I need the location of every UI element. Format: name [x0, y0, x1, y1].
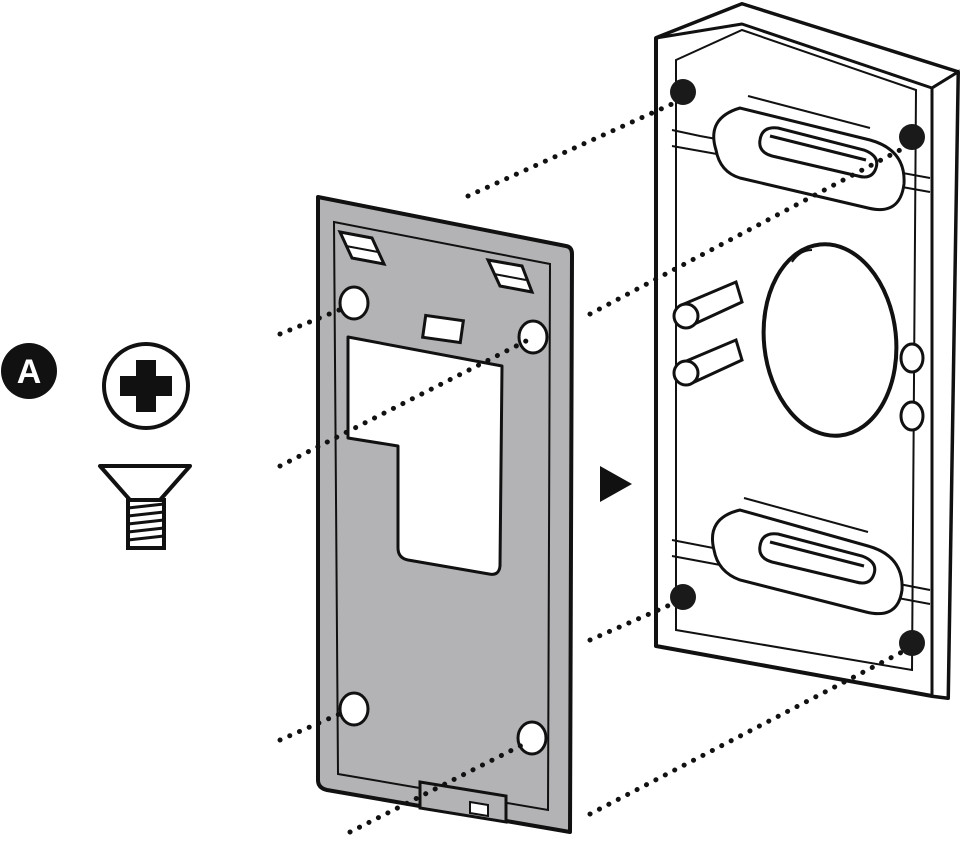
callout-label: A — [17, 353, 42, 391]
callout-a: A — [1, 342, 192, 550]
bracket-hole-top-left — [670, 79, 696, 105]
alignment-guides — [277, 101, 905, 835]
bracket-center-hole — [761, 242, 899, 438]
bracket-slot-top — [712, 95, 906, 211]
bracket-slot-bottom — [711, 497, 904, 616]
plate-slot — [420, 313, 466, 345]
bracket-hole-bottom-right — [899, 630, 925, 656]
wedge-bracket — [654, 2, 960, 700]
guide-line — [347, 739, 531, 835]
bracket-peg — [899, 342, 925, 374]
plate-hole-top-left — [338, 285, 370, 321]
arrow-right-icon — [600, 466, 632, 502]
plate-hole-bottom-left — [338, 691, 370, 727]
guide-line — [587, 601, 675, 643]
plate-hole-bottom-right — [516, 720, 548, 756]
plate-inner-edge — [332, 220, 552, 812]
guide-line — [587, 649, 905, 817]
guide-line — [277, 337, 531, 469]
guide-line — [277, 709, 347, 743]
mounting-plate — [316, 195, 574, 834]
bracket-inner-wall — [675, 28, 918, 672]
guide-line — [277, 305, 347, 337]
bracket-peg — [672, 279, 744, 330]
bracket-hole-bottom-left — [670, 584, 696, 610]
bracket-peg — [899, 400, 925, 432]
flat-head-screw-icon — [98, 464, 192, 550]
callout-badge — [1, 343, 57, 399]
plate-hole-top-right — [517, 319, 549, 355]
bracket-right-rim — [930, 69, 960, 700]
phillips-cross-icon — [102, 342, 190, 430]
plate-cutout — [346, 335, 504, 576]
bracket-hole-top-right — [899, 124, 925, 150]
guide-line — [465, 101, 675, 199]
bracket-peg — [672, 337, 744, 387]
